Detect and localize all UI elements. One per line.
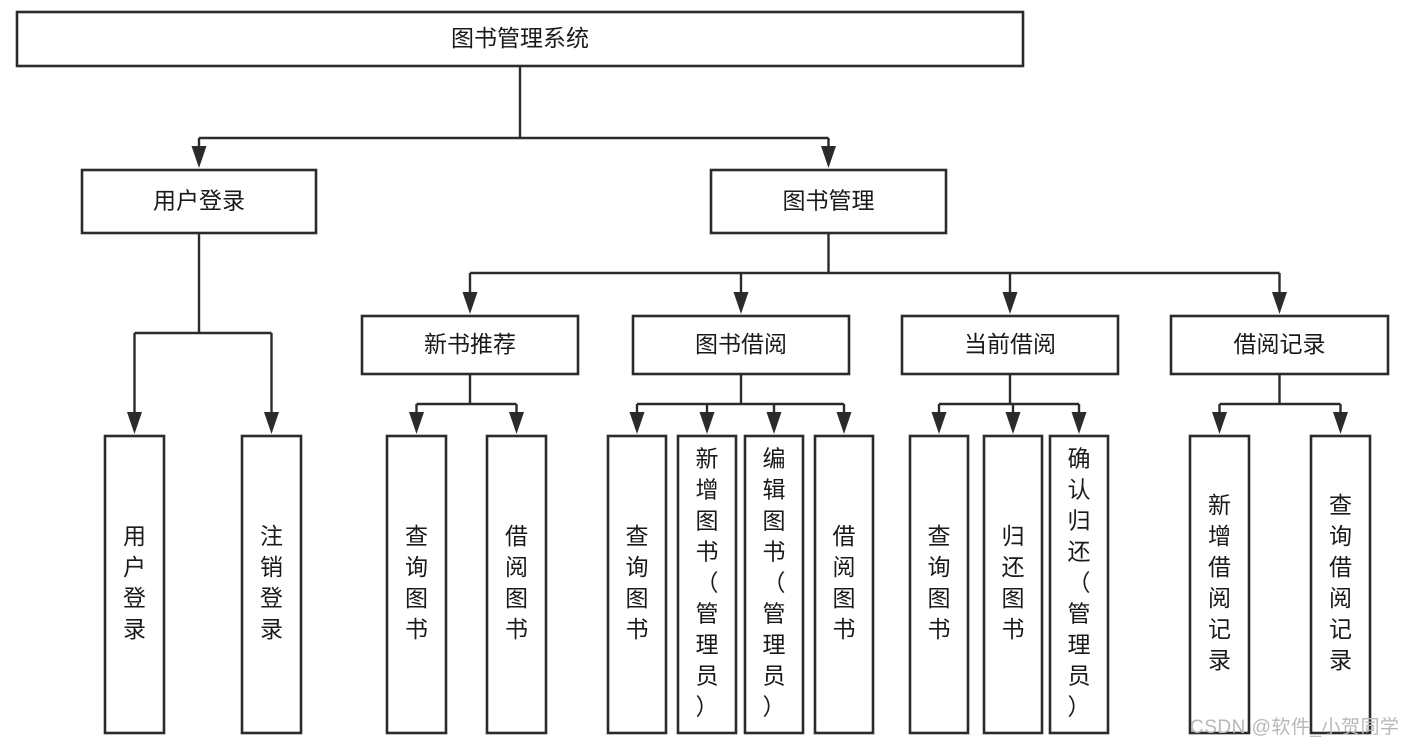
node-leaf-cb-confirm[interactable]: 确认归还（管理员） [1048,434,1110,735]
arrow-head-icon [264,412,279,434]
node-leaf-rc-query[interactable]: 查询借阅记录 [1309,434,1372,735]
node-label: 图书借阅 [695,331,787,357]
node-label: 新书推荐 [424,331,516,357]
arrow-head-icon [1212,412,1227,434]
arrow-head-icon [191,146,207,168]
node-leaf-user-logout[interactable]: 注销登录 [240,434,303,735]
node-records[interactable]: 借阅记录 [1169,314,1390,376]
node-leaf-rc-add[interactable]: 新增借阅记录 [1188,434,1251,735]
arrow-head-icon [836,412,852,434]
node-label: 归还图书 [1002,523,1025,642]
node-box [813,434,875,735]
node-box [606,434,668,735]
node-label: 查询借阅记录 [1329,492,1352,673]
arrow-head-icon [409,412,424,434]
node-box [80,168,318,235]
node-label: 用户登录 [153,188,245,214]
node-leaf-user-login[interactable]: 用户登录 [103,434,166,735]
node-leaf-bk-add[interactable]: 新增图书（管理员） [676,434,738,735]
node-box [982,434,1044,735]
node-label: 新增图书（管理员） [696,446,719,720]
node-box [631,314,851,376]
node-leaf-cb-query[interactable]: 查询图书 [908,434,970,735]
node-leaf-bk-query[interactable]: 查询图书 [606,434,668,735]
arrow-head-icon [1002,292,1018,314]
node-box [15,10,1025,68]
arrow-head-icon [766,412,782,434]
arrow-head-icon [462,292,478,314]
arrow-head-icon [1071,412,1087,434]
node-label: 当前借阅 [964,331,1056,357]
node-label: 确认归还（管理员） [1068,446,1091,720]
node-label: 用户登录 [123,523,146,642]
node-box [1188,434,1251,735]
node-box [900,314,1120,376]
node-label: 查询图书 [928,523,951,642]
node-box [676,434,738,735]
node-current[interactable]: 当前借阅 [900,314,1120,376]
node-box [1169,314,1390,376]
node-box [360,314,580,376]
node-newbook[interactable]: 新书推荐 [360,314,580,376]
node-box [385,434,448,735]
node-box [743,434,805,735]
node-box [485,434,548,735]
node-leaf-nb-borrow[interactable]: 借阅图书 [485,434,548,735]
node-layer: 图书管理系统用户登录图书管理新书推荐图书借阅当前借阅借阅记录用户登录注销登录查询… [15,10,1390,735]
arrow-head-icon [509,412,524,434]
node-box [240,434,303,735]
node-borrow[interactable]: 图书借阅 [631,314,851,376]
node-label: 注销登录 [260,523,283,642]
node-leaf-nb-query[interactable]: 查询图书 [385,434,448,735]
arrow-head-icon [1272,292,1287,314]
arrow-head-icon [127,412,142,434]
node-leaf-bk-edit[interactable]: 编辑图书（管理员） [743,434,805,735]
node-label: 图书管理 [783,188,875,214]
node-label: 图书管理系统 [451,25,589,51]
node-login[interactable]: 用户登录 [80,168,318,235]
node-label: 查询图书 [405,523,428,642]
node-box [908,434,970,735]
node-label: 借阅记录 [1234,331,1326,357]
connector-layer [127,66,1348,434]
node-label: 查询图书 [626,523,649,642]
node-label: 借阅图书 [505,523,528,642]
node-label: 新增借阅记录 [1208,492,1231,673]
node-label: 编辑图书（管理员） [763,446,786,720]
arrow-head-icon [821,146,836,168]
arrow-head-icon [733,292,749,314]
node-leaf-bk-borrow[interactable]: 借阅图书 [813,434,875,735]
node-root[interactable]: 图书管理系统 [15,10,1025,68]
arrow-head-icon [629,412,645,434]
node-box [709,168,948,235]
arrow-head-icon [1005,412,1021,434]
arrow-head-icon [699,412,715,434]
arrow-head-icon [1333,412,1348,434]
node-leaf-cb-return[interactable]: 归还图书 [982,434,1044,735]
node-label: 借阅图书 [833,523,856,642]
node-box [1309,434,1372,735]
csdn-watermark: CSDN @软件_小贺同学 [1190,717,1400,738]
node-box [1048,434,1110,735]
arrow-head-icon [931,412,947,434]
node-box [103,434,166,735]
node-bookmgmt[interactable]: 图书管理 [709,168,948,235]
